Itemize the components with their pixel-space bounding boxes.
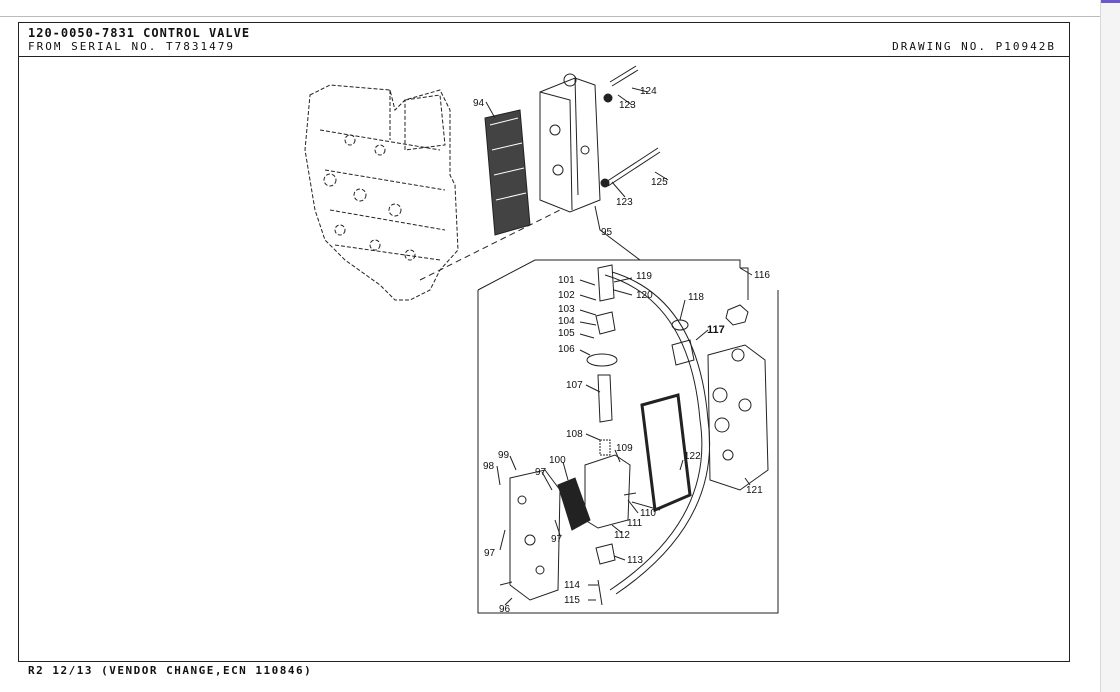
screw-110 [623, 492, 637, 496]
callout-115: 115 [564, 595, 580, 606]
bolt-125 [605, 147, 661, 187]
drawing-number: DRAWING NO. P10942B [892, 40, 1056, 53]
solenoid-stack [586, 264, 618, 456]
valve-block-109 [584, 454, 631, 529]
callout-122: 122 [684, 451, 701, 462]
callout-110: 110 [640, 508, 656, 519]
callout-105: 105 [558, 328, 575, 339]
callout-97-left: 97 [484, 548, 496, 559]
screw-96 [499, 581, 513, 586]
callout-117: 117 [707, 324, 725, 336]
callout-118: 118 [688, 292, 704, 303]
callout-119: 119 [636, 271, 652, 282]
callout-96: 96 [499, 604, 511, 615]
gasket-122 [640, 393, 692, 513]
callout-111: 111 [627, 518, 643, 529]
callout-109: 109 [616, 443, 633, 454]
gasket-100 [557, 477, 591, 531]
callout-99: 99 [498, 450, 510, 461]
callout-95: 95 [601, 227, 613, 238]
callout-100: 100 [549, 455, 566, 466]
callout-114: 114 [564, 580, 580, 591]
tube-line [604, 274, 703, 591]
callout-121: 121 [746, 485, 763, 496]
screw-115 [597, 579, 603, 606]
nut-116 [725, 304, 749, 326]
washer-123b [600, 178, 610, 188]
callout-102: 102 [558, 290, 575, 301]
callout-97-top: 97 [535, 467, 547, 478]
drawing-frame [18, 22, 1070, 662]
main-valve-body [304, 84, 459, 301]
callout-97-mid: 97 [551, 534, 563, 545]
plate-99 [509, 469, 561, 601]
housing-121 [707, 344, 769, 491]
callout-112: 112 [614, 530, 630, 541]
callout-107: 107 [566, 380, 583, 391]
revision-note: R2 12/13 (VENDOR CHANGE,ECN 110846) [28, 664, 313, 677]
callout-101: 101 [558, 275, 575, 286]
bolt-124 [609, 65, 639, 87]
callout-113: 113 [627, 555, 643, 566]
callout-116: 116 [754, 270, 770, 281]
detail-inset-box [477, 259, 779, 614]
callout-125: 125 [651, 177, 668, 188]
callout-123-top: 123 [619, 100, 636, 111]
connector-113 [595, 543, 616, 565]
cover-plate-95 [539, 73, 601, 213]
vertical-scrollbar[interactable] [1100, 0, 1120, 692]
callout-120: 120 [636, 290, 653, 301]
serial-number: FROM SERIAL NO. T7831479 [28, 40, 235, 53]
callout-108: 108 [566, 429, 583, 440]
page-title: 120-0050-7831 CONTROL VALVE [28, 26, 251, 40]
callout-106: 106 [558, 344, 575, 355]
callout-103: 103 [558, 304, 575, 315]
callout-98: 98 [483, 461, 495, 472]
scrollbar-thumb[interactable] [1101, 0, 1120, 3]
gasket-94 [484, 109, 531, 236]
header-divider [18, 56, 1070, 57]
callout-123-bottom: 123 [616, 197, 633, 208]
callout-labels: 94 95 96 97 97 97 98 99 100 101 102 103 … [473, 86, 770, 615]
callout-124: 124 [640, 86, 657, 97]
washer-123a [603, 93, 613, 103]
o-ring-118 [671, 319, 689, 331]
toolbar-divider [0, 16, 1100, 17]
fitting-117 [671, 339, 695, 366]
callout-94: 94 [473, 98, 485, 109]
callout-104: 104 [558, 316, 575, 327]
